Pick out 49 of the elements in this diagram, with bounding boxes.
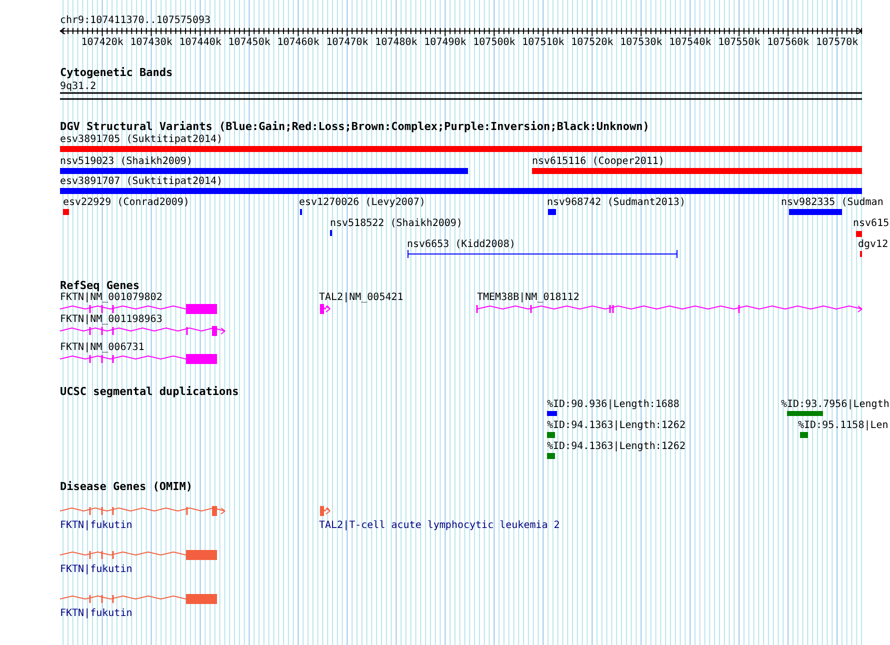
track-title: Cytogenetic Bands <box>60 67 173 79</box>
track-title: DGV Structural Variants (Blue:Gain;Red:Loss;Brown:Complex;Purple:Inversion;Black:Unknown) <box>60 121 650 133</box>
feature-label: %ID:94.1363|Length:1262 <box>547 441 686 453</box>
feature-label: nsv615116 (Cooper2011) <box>532 156 664 168</box>
feature-label: nsv6653 (Kidd2008) <box>407 239 516 251</box>
feature-label: nsv519023 (Shaikh2009) <box>60 156 192 168</box>
feature-label: %ID:95.1158|Len <box>798 420 888 432</box>
feature-label: esv3891707 (Suktitipat2014) <box>60 176 223 188</box>
track-title: RefSeq Genes <box>60 280 140 292</box>
tick-label: 107510k <box>522 37 564 49</box>
gene-label: FKTN|NM_001079802 <box>60 292 162 304</box>
feature-label: %ID:93.7956|Length <box>781 399 890 411</box>
band-label: 9q31.2 <box>60 81 96 93</box>
track-title: UCSC segmental duplications <box>60 386 239 398</box>
gene-label: TAL2|T-cell acute lymphocytic leukemia 2 <box>319 520 560 532</box>
gene-label: TAL2|NM_005421 <box>319 292 404 304</box>
tick-label: 107570k <box>816 37 858 49</box>
feature-label: esv22929 (Conrad2009) <box>63 197 190 209</box>
gene-label: FKTN|fukutin <box>60 608 132 620</box>
feature-label: %ID:94.1363|Length:1262 <box>547 420 686 432</box>
gene-label: FKTN|NM_001198963 <box>60 314 162 326</box>
tick-label: 107560k <box>767 37 810 49</box>
gene-label: FKTN|fukutin <box>60 564 132 576</box>
feature-label: esv3891705 (Suktitipat2014) <box>60 134 223 146</box>
tick-label: 107480k <box>375 37 418 49</box>
tick-label: 107530k <box>620 37 662 49</box>
feature-label: dgv12 <box>858 239 888 251</box>
feature-label: nsv968742 (Sudmant2013) <box>547 197 686 209</box>
feature-label: nsv518522 (Shaikh2009) <box>330 218 462 230</box>
tick-label: 107420k <box>81 37 124 49</box>
tick-label: 107490k <box>424 37 466 49</box>
track-title: Disease Genes (OMIM) <box>60 481 192 493</box>
tick-label: 107460k <box>277 37 320 49</box>
tick-label: 107440k <box>179 37 222 49</box>
gene-label: FKTN|NM_006731 <box>60 342 144 354</box>
coordinate-label: chr9:107411370..107575093 <box>60 15 211 27</box>
feature-label: nsv982335 (Sudman <box>781 197 884 209</box>
gene-label: FKTN|fukutin <box>60 520 132 532</box>
tick-label: 107450k <box>228 37 270 49</box>
tick-label: 107520k <box>571 37 614 49</box>
gene-label: TMEM38B|NM_018112 <box>477 292 580 304</box>
feature-label: nsv615 <box>853 218 890 230</box>
tick-label: 107470k <box>326 37 368 49</box>
tick-label: 107500k <box>473 37 516 49</box>
tick-label: 107540k <box>669 37 712 49</box>
tick-label: 107430k <box>130 37 172 49</box>
feature-label: esv1270026 (Levy2007) <box>299 197 426 209</box>
feature-label: %ID:90.936|Length:1688 <box>547 399 680 411</box>
tick-label: 107550k <box>718 37 760 49</box>
